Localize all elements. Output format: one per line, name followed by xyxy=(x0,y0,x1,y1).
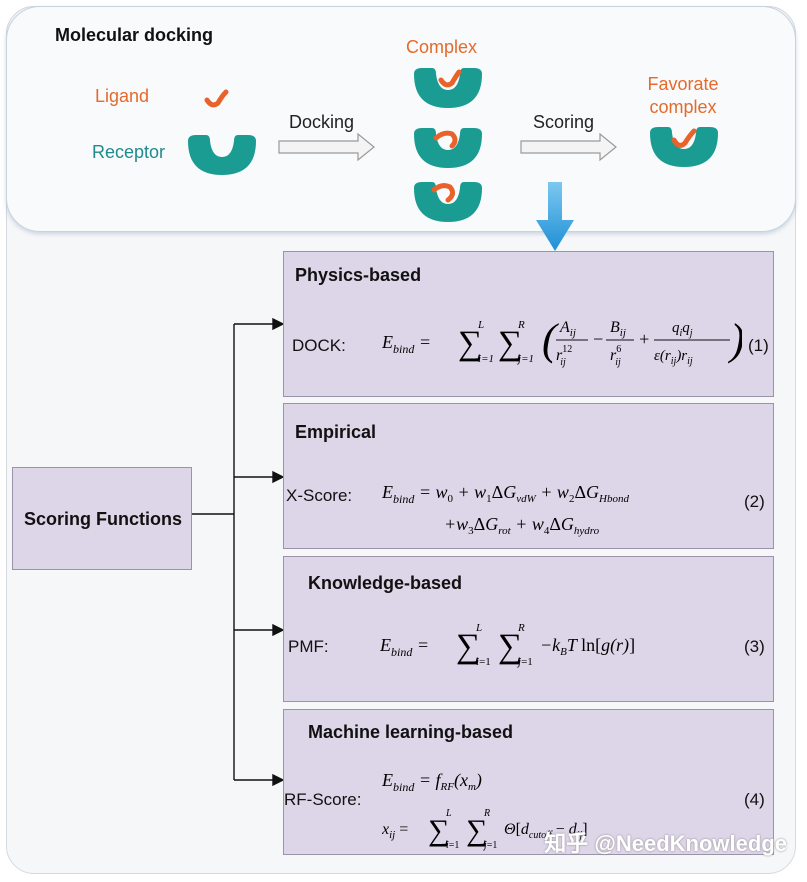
svg-text:(: ( xyxy=(542,315,559,364)
ligand-shape xyxy=(204,89,229,108)
ligand-label: Ligand xyxy=(95,86,150,106)
complex-ligand-3 xyxy=(431,183,456,203)
complex-label: Complex xyxy=(406,37,478,57)
svg-text:Ebind =: Ebind = xyxy=(380,635,429,659)
favorate-label-line2: complex xyxy=(649,97,717,117)
svg-text:i=1: i=1 xyxy=(476,656,491,668)
pmf-method-label: PMF: xyxy=(288,637,329,656)
physics-based-title: Physics-based xyxy=(295,265,422,285)
svg-text:Ebind = w0 + w1ΔGvdW + w2ΔGHbo: Ebind = w0 + w1ΔGvdW + w2ΔGHbond xyxy=(382,482,629,506)
xscore-equation: Ebind = w0 + w1ΔGvdW + w2ΔGHbond +w3ΔGro… xyxy=(381,474,742,545)
docking-title: Molecular docking xyxy=(55,25,214,45)
svg-text:Θ[dcutoff − dij]: Θ[dcutoff − dij] xyxy=(504,821,588,841)
svg-text:+: + xyxy=(638,329,650,349)
complex-receptor-1 xyxy=(414,68,482,108)
empirical-title: Empirical xyxy=(295,422,377,442)
svg-text:i=1: i=1 xyxy=(446,840,459,851)
scoring-step-label: Scoring xyxy=(533,112,595,132)
rfscore-equation: Ebind = fRF(xm) xij = ∑ L i=1 ∑ R j=1 Θ[… xyxy=(381,760,682,861)
dock-method-label: DOCK: xyxy=(292,336,346,355)
scoring-functions-box: Scoring Functions xyxy=(12,467,192,570)
svg-text:Ebind =: Ebind = xyxy=(382,332,431,356)
svg-text:j=1: j=1 xyxy=(482,840,497,851)
watermark: 知乎 @NeedKnowledge xyxy=(544,831,787,856)
svg-text:∑: ∑ xyxy=(498,628,522,665)
equation-number-2: (2) xyxy=(744,492,765,511)
knowledge-based-title: Knowledge-based xyxy=(308,573,463,593)
svg-text:Ebind = fRF(xm): Ebind = fRF(xm) xyxy=(382,770,482,794)
docking-arrow xyxy=(278,132,375,162)
svg-text:∑: ∑ xyxy=(456,628,480,665)
svg-text:): ) xyxy=(727,315,742,364)
scoring-functions-label: Scoring Functions xyxy=(23,509,182,529)
svg-text:Aij: Aij xyxy=(559,319,576,339)
svg-text:L: L xyxy=(477,319,484,331)
pmf-equation: Ebind = ∑ L i=1 ∑ R j=1 −kBT ln[g(r)] xyxy=(379,615,720,680)
docking-panel xyxy=(6,6,796,232)
favorate-label-line1: Favorate xyxy=(647,74,719,94)
favorate-receptor xyxy=(650,127,718,167)
svg-text:i=1: i=1 xyxy=(478,353,494,365)
machine-learning-box: Machine learning-based RF-Score: Ebind =… xyxy=(283,709,774,855)
empirical-box: Empirical X-Score: Ebind = w0 + w1ΔGvdW … xyxy=(283,403,774,549)
equation-number-3: (3) xyxy=(744,637,765,656)
svg-text:qiqj: qiqj xyxy=(672,320,693,339)
knowledge-based-box: Knowledge-based PMF: Ebind = ∑ L i=1 ∑ R… xyxy=(283,556,774,702)
complex-ligand-2 xyxy=(433,130,458,149)
machine-learning-title: Machine learning-based xyxy=(308,722,514,742)
svg-text:j=1: j=1 xyxy=(516,353,534,365)
docking-step-label: Docking xyxy=(289,112,355,132)
svg-text:xij =: xij = xyxy=(382,821,408,841)
svg-text:L: L xyxy=(445,808,452,819)
rfscore-method-label: RF-Score: xyxy=(284,790,362,809)
scoring-arrow xyxy=(520,132,617,162)
receptor-shape xyxy=(188,135,256,175)
svg-text:R: R xyxy=(483,808,490,819)
svg-text:∑: ∑ xyxy=(458,325,482,362)
equation-number-1: (1) xyxy=(748,336,769,355)
svg-text:R: R xyxy=(517,622,525,634)
svg-text:−kBT ln[g(r)]: −kBT ln[g(r)] xyxy=(540,635,635,658)
physics-based-box: Physics-based DOCK: Ebind = ∑ L i=1 ∑ R … xyxy=(283,251,774,397)
svg-text:−: − xyxy=(592,329,604,349)
svg-text:∑: ∑ xyxy=(428,814,449,847)
receptor-label: Receptor xyxy=(92,142,166,162)
tree-connectors xyxy=(192,317,285,787)
svg-text:Bij: Bij xyxy=(610,319,626,339)
xscore-method-label: X-Score: xyxy=(286,486,353,505)
svg-text:j=1: j=1 xyxy=(516,656,533,668)
complex-ligand-1 xyxy=(438,69,462,88)
equation-number-4: (4) xyxy=(744,790,765,809)
down-arrow xyxy=(536,182,574,251)
svg-text:L: L xyxy=(475,622,482,634)
svg-text:R: R xyxy=(517,319,525,331)
svg-text:+w3ΔGrot + w4ΔGhydro: +w3ΔGrot + w4ΔGhydro xyxy=(444,514,600,537)
svg-text:ε(rij)rij: ε(rij)rij xyxy=(654,348,693,367)
svg-text:∑: ∑ xyxy=(498,325,522,362)
favorate-ligand xyxy=(671,128,697,148)
svg-text:∑: ∑ xyxy=(466,814,487,847)
